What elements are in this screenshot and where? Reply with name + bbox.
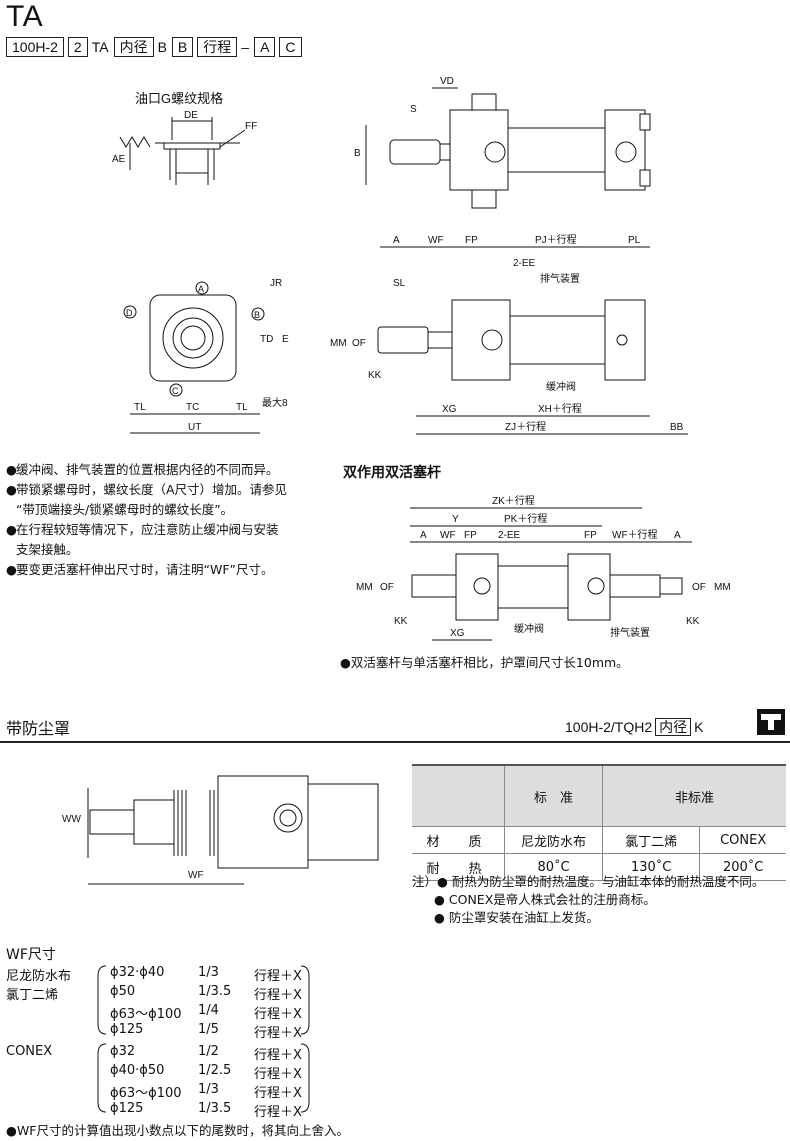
note-item: ●要变更活塞杆伸出尺寸时，请注明“WF”尺寸。 [6,562,274,577]
label-tl-left: TL [134,402,146,413]
port-detail-drawing: 油口G螺纹规格 DE AE FF [112,91,257,185]
label-xg: XG [442,404,457,415]
label-a-left: A [420,530,427,541]
note-item: ●在行程较短等情况下，应注意防止缓冲阀与安装 [6,522,279,537]
model-part: 100H-2 [6,37,64,57]
model-part: 内径 [113,37,154,57]
port-detail-title: 油口G螺纹规格 [135,91,223,106]
end-view-drawing: A B C D JR TD E TL TC TL 最大8 UT [123,278,289,434]
wf-footnote: ●WF尺寸的计算值出现小数点以下的尾数时，将其向上舍入。 [6,1123,349,1138]
label-max8: 最大8 [262,396,288,409]
label-td: TD [260,334,273,345]
label-2ee: 2-EE [498,530,521,541]
label-fp: FP [465,235,478,246]
label-of-right: OF [692,582,706,593]
label-jr: JR [270,278,282,289]
boot-drawing: WW WF [62,775,379,885]
model-part: 行程 [197,37,238,57]
label-fp-left: FP [464,530,477,541]
double-rod-title: 双作用双活塞杆 [343,465,441,481]
table-header-row: 标 准 非标准 [412,764,786,827]
label-xh: XH＋行程 [538,402,582,415]
side-view-drawing: A WF FP PJ＋行程 PL 2-EE 排气装置 SL MM OF KK 缓… [330,233,688,435]
label-pl: PL [628,235,641,246]
table-row: 材 质 尼龙防水布 氯丁二烯 CONEX [412,826,786,854]
label-zk: ZK＋行程 [492,494,535,507]
note-item: ●缓冲阀、排气装置的位置根据内径的不同而异。 [6,462,279,477]
table-notes: 注）● 耐热为防尘罩的耐热温度。与油缸本体的耐热温度不同。 ● CONEX是帝人… [412,874,765,925]
label-y: Y [452,514,459,525]
label-e: E [282,334,289,345]
wf-size-title: WF尺寸 [6,947,56,963]
label-of-left: OF [380,582,394,593]
double-rod-note: ●双活塞杆与单活塞杆相比，护罩间尺寸长10mm。 [340,655,629,670]
label-pj: PJ＋行程 [535,233,577,246]
notes-list: ●缓冲阀、排气装置的位置根据内径的不同而异。 ●带锁紧螺母时，螺纹长度（A尺寸）… [6,460,326,580]
label-pk: PK＋行程 [504,512,547,525]
label-vd: VD [440,76,454,87]
label-bb: BB [670,422,684,433]
label-xg: XG [450,628,465,639]
double-rod-drawing: ZK＋行程 Y PK＋行程 A WF FP 2-EE FP WF＋行程 A MM… [356,494,731,641]
label-b: B [354,148,361,159]
label-kk-right: KK [686,616,700,627]
model-part: 2 [67,37,88,57]
label-ut: UT [188,422,201,433]
label-of: OF [352,338,366,349]
label-ww: WW [62,814,81,825]
label-tc: TC [186,402,199,413]
model-part: A [254,37,276,57]
label-de: DE [184,110,198,121]
page-title: TA [6,0,44,33]
label-circle-c: C [172,386,179,396]
label-2ee: 2-EE [513,258,536,269]
label-wf: WF [188,870,204,881]
label-wf-left: WF [440,530,456,541]
label-mm: MM [330,338,347,349]
label-air-vent: 排气装置 [610,626,650,639]
note-item: ●带锁紧螺母时，螺纹长度（A尺寸）增加。请参见 [6,482,288,497]
model-part: – [241,39,250,55]
label-wf: WF [428,235,444,246]
label-air-vent: 排气装置 [540,272,580,285]
label-circle-b: B [254,310,260,320]
catalog-icon [757,709,785,735]
label-cushion-valve: 缓冲阀 [546,380,576,393]
label-zj: ZJ＋行程 [505,420,546,433]
model-part: TA [91,39,109,55]
model-part: C [279,37,302,57]
table-row: 耐 热 80˚C 130˚C 200˚C [412,853,786,881]
section-model: 100H-2/TQH2 内径 K [565,718,704,736]
label-kk: KK [368,370,382,381]
label-circle-d: D [126,308,133,318]
spec-table: 标 准 非标准 材 质 尼龙防水布 氯丁二烯 CONEX 耐 热 80˚C 13… [412,764,786,881]
model-part: B [157,39,167,55]
label-s: S [410,104,417,115]
model-part: B [171,37,194,57]
label-ff: FF [245,121,257,132]
label-fp-right: FP [584,530,597,541]
section-divider [0,741,790,743]
label-cushion-valve: 缓冲阀 [514,622,544,635]
note-item: 支架接触。 [16,542,79,557]
label-a: A [393,235,400,246]
label-circle-a: A [198,284,204,294]
label-mm-left: MM [356,582,373,593]
top-view-drawing: VD S B [354,76,651,209]
model-code: 100H-2 2 TA 内径 B B 行程 – A C [6,37,306,57]
label-ae: AE [112,154,126,165]
note-item: “带顶端接头/锁紧螺母时的螺纹长度”。 [16,502,234,517]
label-mm-right: MM [714,582,731,593]
wf-brackets [97,965,310,1113]
label-a-right: A [674,530,681,541]
label-tl-right: TL [236,402,248,413]
label-kk-left: KK [394,616,408,627]
label-sl: SL [393,278,406,289]
section-title: 带防尘罩 [6,719,71,738]
label-wf-right: WF＋行程 [612,528,658,541]
